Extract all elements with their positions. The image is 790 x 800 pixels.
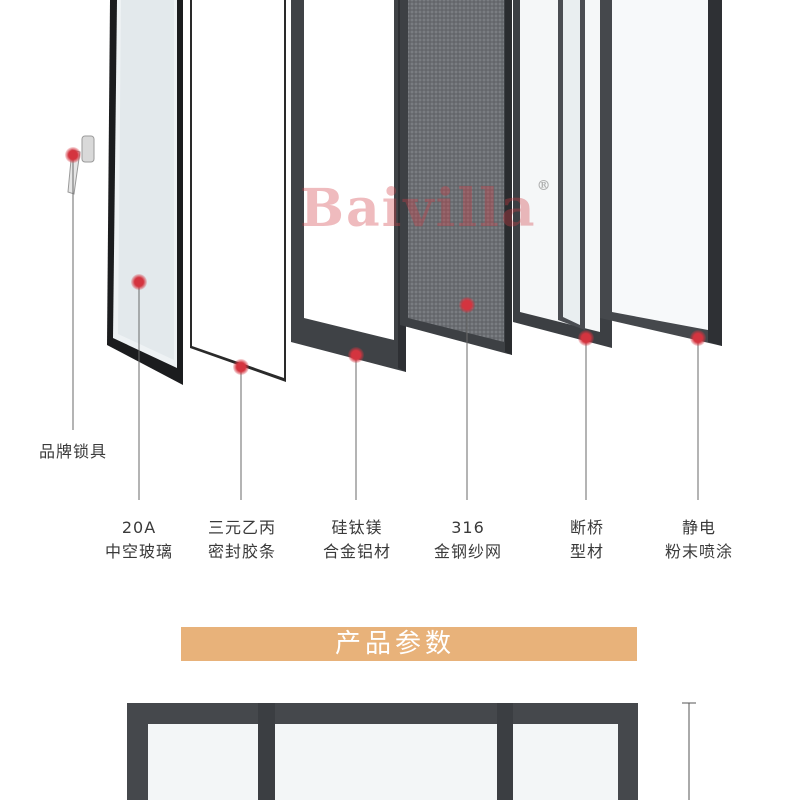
- mesh-screen: [400, 0, 512, 355]
- label-mesh: 316 金钢纱网: [433, 518, 502, 561]
- red-markers: [65, 147, 706, 375]
- dimension-line: [682, 702, 696, 800]
- leader-lines: [72, 155, 699, 500]
- label-seal: 三元乙丙 密封胶条: [207, 518, 276, 561]
- product-window-preview: [127, 703, 638, 800]
- alloy-frame: [291, 0, 406, 372]
- marker-seal: [233, 359, 249, 375]
- marker-lock: [65, 147, 81, 163]
- label-lock: 品牌锁具: [38, 442, 107, 461]
- marker-glass: [131, 274, 147, 290]
- label-thermal-break: 断桥 型材: [569, 518, 604, 561]
- powder-coated-frame: [600, 0, 722, 346]
- marker-powder: [690, 330, 706, 346]
- section-banner-title: 产品参数: [334, 629, 455, 659]
- label-glass: 20A 中空玻璃: [104, 518, 173, 561]
- label-powder-coating: 静电 粉末喷涂: [664, 518, 733, 561]
- seal-strip: [190, 0, 286, 382]
- label-alloy: 硅钛镁 合金铝材: [322, 518, 391, 561]
- marker-break: [578, 330, 594, 346]
- marker-alloy: [348, 347, 364, 363]
- lock-handle-icon: [67, 135, 95, 195]
- glass-panel: [107, 0, 183, 385]
- marker-mesh: [459, 297, 475, 313]
- brand-watermark: Baivilla®: [300, 178, 553, 239]
- thermal-break-profile: [513, 0, 612, 348]
- section-banner: [181, 627, 637, 661]
- brand-watermark-text: Baivilla: [300, 178, 537, 239]
- registered-mark: ®: [536, 178, 553, 194]
